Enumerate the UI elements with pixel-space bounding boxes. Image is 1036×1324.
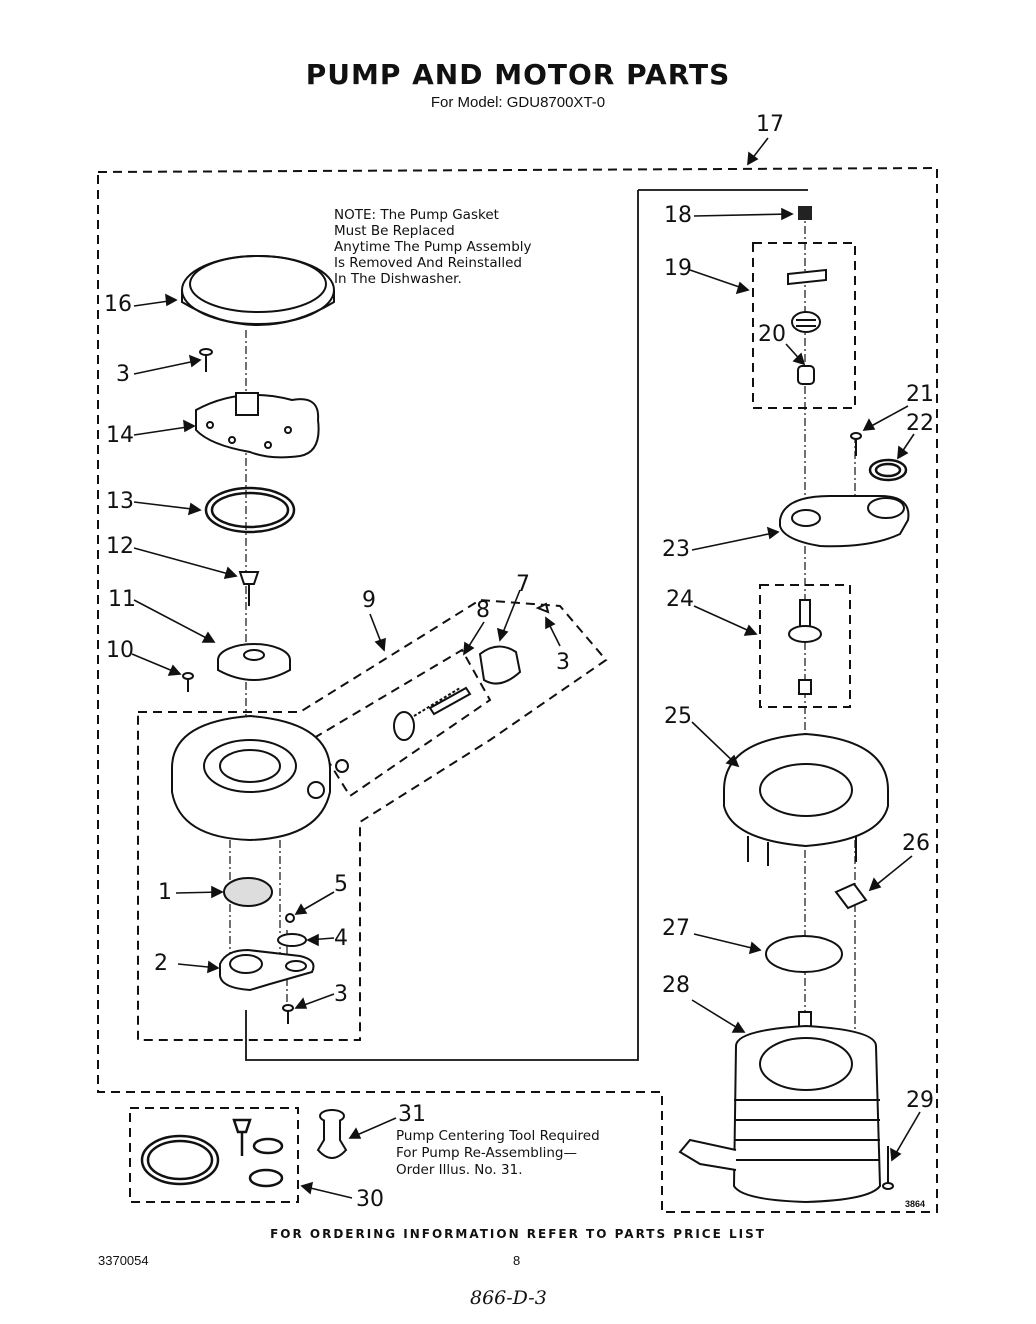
- callout-13: 13: [106, 489, 134, 514]
- box-30-outline: [129, 1107, 299, 1203]
- callout-18: 18: [664, 203, 692, 228]
- callout-25: 25: [664, 704, 692, 729]
- callout-10: 10: [106, 638, 134, 663]
- callout-7: 7: [516, 572, 530, 597]
- callout-3c: 3: [334, 982, 348, 1007]
- callout-26: 26: [902, 831, 930, 856]
- note-line: Must Be Replaced: [334, 223, 455, 239]
- model-subtitle: For Model: GDU8700XT-0: [430, 94, 606, 111]
- screw-icon: [199, 348, 213, 372]
- page-title: PUMP AND MOTOR PARTS: [305, 58, 731, 91]
- screw-21-icon: [850, 432, 862, 456]
- callout-17: 17: [756, 112, 784, 137]
- tool-note-line: Pump Centering Tool Required: [396, 1128, 600, 1144]
- callout-14: 14: [106, 423, 134, 448]
- motor-mount-25-icon: [723, 732, 889, 866]
- kit-30-icon: [140, 1118, 284, 1188]
- callout-27: 27: [662, 916, 690, 941]
- ordering-info: FOR ORDERING INFORMATION REFER TO PARTS …: [270, 1227, 766, 1241]
- note-line: Anytime The Pump Assembly: [334, 239, 532, 255]
- document-number: 3370054: [98, 1253, 149, 1268]
- pump-assembly-outline: [137, 598, 608, 1041]
- nut-18-icon: [798, 206, 812, 220]
- callout-29: 29: [906, 1088, 934, 1113]
- tool-note-line: For Pump Re-Assembling—: [396, 1145, 577, 1161]
- filter-1-icon: [223, 877, 273, 907]
- callout-23: 23: [662, 537, 690, 562]
- callout-16: 16: [104, 292, 132, 317]
- gasket-16-icon: [181, 255, 335, 326]
- callout-1: 1: [158, 880, 172, 905]
- callout-2: 2: [154, 951, 168, 976]
- note-line: NOTE: The Pump Gasket: [334, 207, 499, 223]
- callout-3: 3: [116, 362, 130, 387]
- art-code: 3864: [905, 1199, 926, 1209]
- callout-4: 4: [334, 926, 348, 951]
- callout-21: 21: [906, 382, 934, 407]
- callout-12: 12: [106, 534, 134, 559]
- motor-28-icon: [678, 1011, 882, 1204]
- centering-tool-31-icon: [316, 1109, 348, 1159]
- bracket-23-icon: [779, 495, 910, 548]
- page-number: 8: [513, 1253, 521, 1268]
- callout-9: 9: [362, 588, 376, 613]
- pump-base-2-icon: [219, 948, 315, 992]
- pump-gasket-note: NOTE: The Pump Gasket Must Be Replaced A…: [334, 207, 532, 287]
- handwritten-annotation: 866-D-3: [470, 1287, 547, 1309]
- bushing-20-icon: [797, 365, 815, 385]
- ring-13-icon: [204, 486, 296, 534]
- callout-3b: 3: [556, 650, 570, 675]
- callout-19: 19: [664, 256, 692, 281]
- spring-19-icon: [787, 268, 827, 333]
- tool-note-line: Order Illus. No. 31.: [396, 1162, 523, 1178]
- assembly-linkline: [245, 189, 808, 1061]
- note-line: Is Removed And Reinstalled: [334, 255, 522, 271]
- callout-28: 28: [662, 973, 690, 998]
- valve-box-outline: [312, 648, 492, 798]
- pump-cover-14-icon: [195, 392, 320, 459]
- assembly-outline: [97, 166, 938, 1213]
- screw-29-icon: [882, 1146, 894, 1190]
- gasket-22-icon: [868, 458, 908, 482]
- screw-3-icon: [282, 1004, 294, 1024]
- callout-8: 8: [476, 598, 490, 623]
- callout-30: 30: [356, 1187, 384, 1212]
- bolt-12-icon: [238, 571, 260, 606]
- impeller-11-icon: [217, 643, 291, 681]
- centering-tool-note: Pump Centering Tool Required For Pump Re…: [396, 1128, 600, 1179]
- callout-22: 22: [906, 411, 934, 436]
- box-19-outline: [752, 242, 856, 409]
- callout-5: 5: [334, 872, 348, 897]
- note-line: In The Dishwasher.: [334, 271, 462, 287]
- callout-24: 24: [666, 587, 694, 612]
- pump-housing-icon: [171, 714, 331, 842]
- disc-27-icon: [765, 935, 843, 973]
- callout-31: 31: [398, 1102, 426, 1127]
- coupler-24-icon: [788, 599, 822, 695]
- callout-20: 20: [758, 322, 786, 347]
- clip-26-icon: [834, 882, 868, 910]
- screw-10-icon: [182, 672, 194, 692]
- seal-4-5-icon: [277, 913, 307, 947]
- valve-parts-icon: [335, 602, 550, 773]
- callout-11: 11: [108, 587, 136, 612]
